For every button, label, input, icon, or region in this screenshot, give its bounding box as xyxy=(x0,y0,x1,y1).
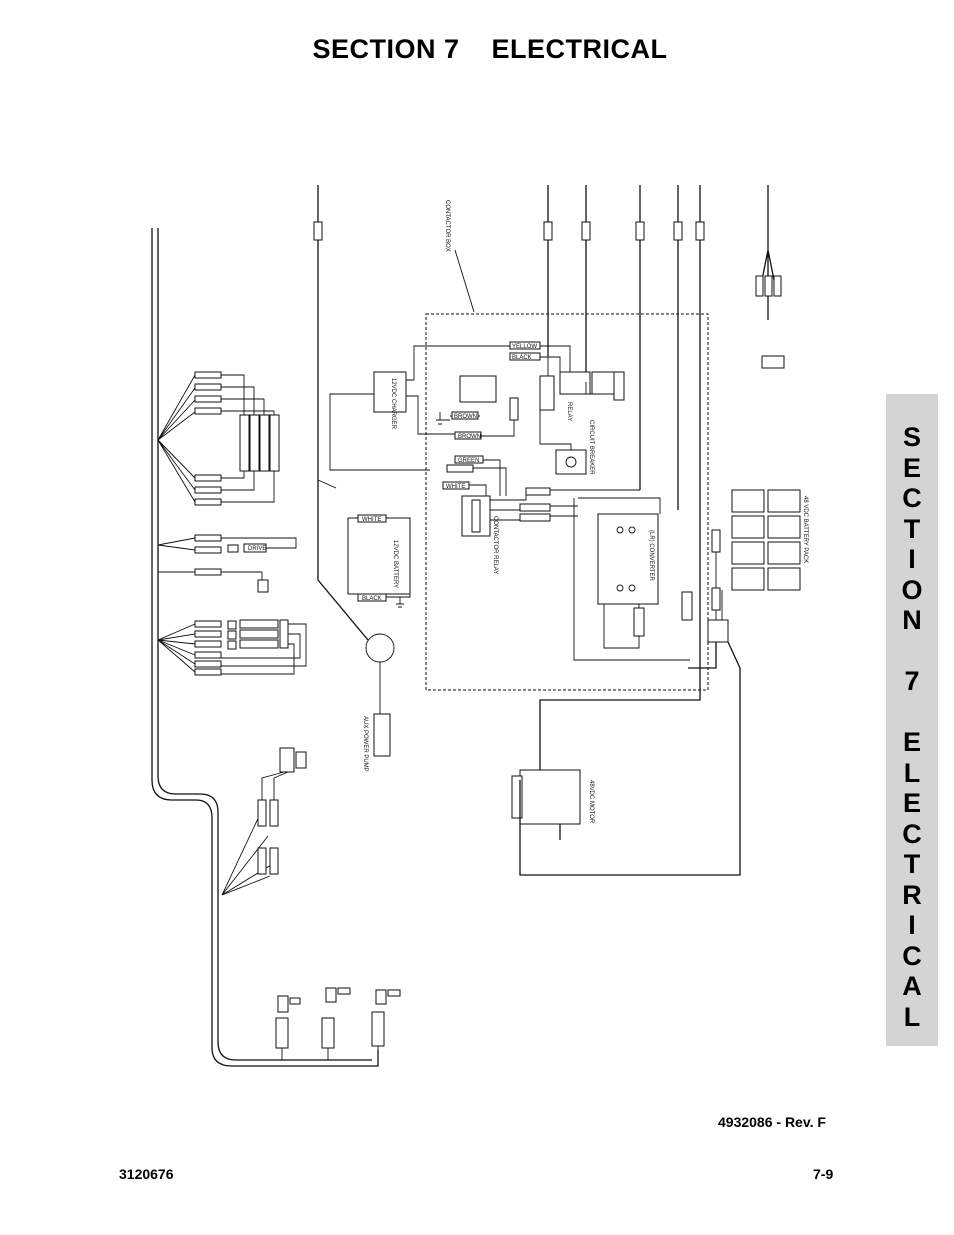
drive-label: DRIVE xyxy=(248,546,266,552)
section-side-tab: S E C T I O N 7 E L E C T R I C A L xyxy=(886,394,938,1046)
battery-12v-label: 12VDC BATTERY xyxy=(392,540,398,588)
main-disconnect xyxy=(707,619,729,643)
charger-label: 12VDC CHARGER xyxy=(390,378,396,430)
converter-label: (LR) CONVERTER xyxy=(648,530,654,582)
circuit-breaker-label: CIRCUIT BREAKER xyxy=(588,420,594,475)
charger-12vdc xyxy=(373,371,407,413)
document-revision: 4932086 - Rev. F xyxy=(718,1114,826,1130)
motor-label: 48VDC MOTOR xyxy=(588,780,594,824)
wire-white-label: WHITE xyxy=(446,484,465,490)
contactor-box-outline xyxy=(425,313,709,691)
relay-label: RELAY xyxy=(566,402,572,421)
page-title: SECTION 7 ELECTRICAL xyxy=(312,34,668,64)
footer-page-number: 7-9 xyxy=(813,1166,834,1182)
connector-group-1 xyxy=(194,371,280,506)
contactor-relay-label: CONTACTOR RELAY xyxy=(492,516,498,574)
battery-pack-48vdc xyxy=(731,489,801,591)
battery-black-label: BLACK xyxy=(362,596,382,602)
battery-pack-label: 48 VDC BATTERY PACK xyxy=(802,496,808,563)
relay-1 xyxy=(459,375,497,403)
aux-pump-motor xyxy=(365,633,395,663)
wire-yellow-label: YELLOW xyxy=(512,344,537,350)
main-harness-trunk-inner xyxy=(157,228,372,1061)
contactor-box-label: CONTACTOR BOX xyxy=(444,200,450,252)
circuit-breaker xyxy=(555,449,587,475)
wire-brown-label: BROWN xyxy=(454,414,477,420)
converter xyxy=(597,513,659,605)
motor-48vdc xyxy=(519,769,581,825)
aux-power-pump xyxy=(373,713,391,757)
battery-white-label: WHITE xyxy=(362,517,381,523)
aux-pump-label: AUX POWER PUMP xyxy=(362,716,368,772)
footer-document-number: 3120676 xyxy=(119,1166,174,1182)
wire-brown-label-2: BROWN xyxy=(458,434,481,440)
battery-12vdc xyxy=(347,517,411,595)
tilt-switch xyxy=(279,747,295,773)
wire-black-label: BLACK xyxy=(512,355,532,361)
wire-green-label: GREEN xyxy=(458,458,479,464)
main-harness-trunk xyxy=(151,228,379,1067)
